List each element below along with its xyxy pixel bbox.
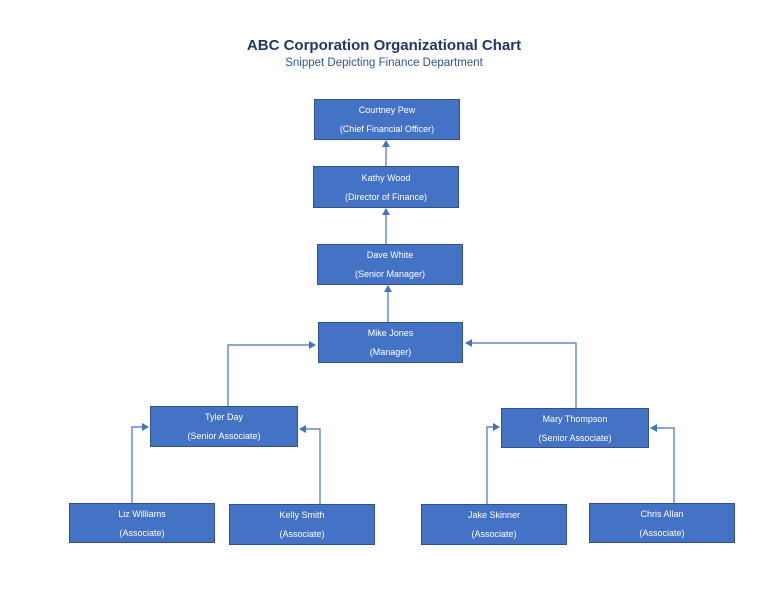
node-tyler-day: Tyler Day (Senior Associate) bbox=[150, 406, 298, 447]
node-jake-skinner: Jake Skinner (Associate) bbox=[421, 504, 567, 545]
chart-title: ABC Corporation Organizational Chart bbox=[246, 37, 522, 54]
node-name: Dave White bbox=[366, 250, 414, 260]
node-mary-thompson: Mary Thompson (Senior Associate) bbox=[501, 408, 649, 448]
node-role: (Senior Associate) bbox=[538, 432, 612, 443]
node-name: Jake Skinner bbox=[467, 510, 521, 520]
node-role: (Associate) bbox=[279, 529, 325, 539]
node-name: Kelly Smith bbox=[279, 510, 325, 520]
node-kelly-smith: Kelly Smith (Associate) bbox=[229, 504, 375, 545]
node-role: (Associate) bbox=[639, 527, 685, 538]
node-role: (Associate) bbox=[119, 527, 165, 538]
node-name: Liz Williams bbox=[118, 508, 166, 519]
node-kathy-wood: Kathy Wood (Director of Finance) bbox=[313, 166, 459, 208]
node-name: Mike Jones bbox=[367, 328, 414, 338]
edge-mary-to-manager bbox=[465, 339, 577, 408]
node-chris-allan: Chris Allan (Associate) bbox=[589, 503, 735, 543]
node-mike-jones: Mike Jones (Manager) bbox=[318, 322, 463, 363]
node-dave-white: Dave White (Senior Manager) bbox=[317, 244, 463, 285]
node-name: Chris Allan bbox=[640, 508, 684, 519]
edge-kelly-to-tyler bbox=[299, 425, 321, 504]
edge-chris-to-mary bbox=[650, 424, 675, 503]
node-role: (Associate) bbox=[471, 529, 517, 539]
node-role: (Senior Associate) bbox=[187, 431, 261, 441]
node-name: Kathy Wood bbox=[361, 172, 411, 183]
node-role: (Manager) bbox=[369, 347, 412, 357]
chart-subtitle: Snippet Depicting Finance Department bbox=[285, 57, 483, 69]
node-name: Courtney Pew bbox=[358, 105, 416, 115]
edge-liz-to-tyler bbox=[131, 423, 149, 503]
node-role: (Director of Finance) bbox=[344, 191, 428, 202]
node-liz-williams: Liz Williams (Associate) bbox=[69, 503, 215, 543]
node-name: Tyler Day bbox=[204, 412, 243, 422]
node-role: (Chief Financial Officer) bbox=[339, 124, 435, 134]
edge-jake-to-mary bbox=[486, 423, 500, 504]
node-role: (Senior Manager) bbox=[354, 269, 426, 279]
node-courtney-pew: Courtney Pew (Chief Financial Officer) bbox=[314, 99, 460, 140]
node-name: Mary Thompson bbox=[542, 413, 608, 424]
edge-tyler-to-manager bbox=[227, 341, 316, 406]
